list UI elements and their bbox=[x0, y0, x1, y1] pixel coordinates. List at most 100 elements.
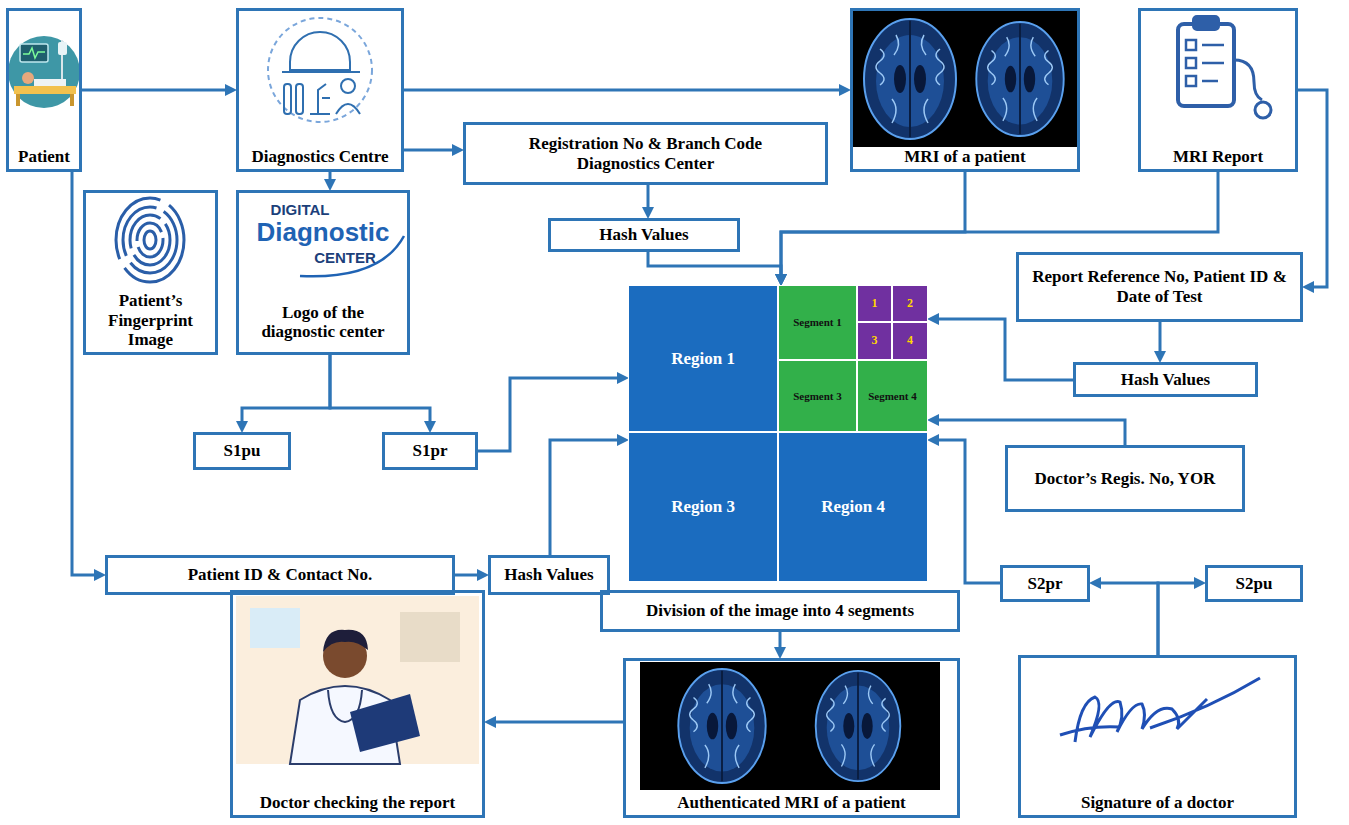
node-label: Report Reference No, Patient ID & Date o… bbox=[1032, 267, 1287, 306]
node-label: Patient’s Fingerprint Image bbox=[96, 291, 206, 350]
doctor-box: Doctor checking the report bbox=[230, 590, 485, 818]
bed-leg bbox=[16, 94, 20, 106]
person-head bbox=[341, 79, 355, 93]
sub-block: 3 bbox=[857, 322, 892, 360]
connector-arrow bbox=[242, 355, 330, 421]
connector-arrow bbox=[781, 172, 1218, 274]
node-label: S1pu bbox=[224, 441, 261, 461]
node-label: Diagnostics Centre bbox=[251, 147, 388, 167]
room-background bbox=[236, 596, 479, 764]
connector-arrow bbox=[939, 440, 1000, 583]
segment-block: Segment 4 bbox=[857, 360, 928, 432]
patient-head bbox=[22, 72, 34, 84]
connector-arrow bbox=[647, 185, 650, 207]
connector-arrow bbox=[1101, 583, 1158, 655]
process-box: Registration No & Branch Code Diagnostic… bbox=[463, 122, 828, 185]
node-label: Hash Values bbox=[599, 225, 688, 245]
stethoscope bbox=[1234, 60, 1262, 100]
image-box: Authenticated MRI of a patient bbox=[623, 658, 960, 818]
node-label: Doctor’s Regis. No, YOR bbox=[1035, 469, 1216, 489]
connector-arrow bbox=[550, 440, 617, 555]
node-label: Division of the image into 4 segments bbox=[646, 601, 914, 621]
node-label: Signature of a doctor bbox=[1081, 793, 1234, 813]
connector-arrow bbox=[648, 252, 781, 274]
signature-box: Signature of a doctor bbox=[1018, 655, 1297, 818]
person-body bbox=[336, 104, 360, 114]
doctor-hair bbox=[323, 630, 368, 652]
mri-background bbox=[640, 662, 940, 790]
ridge bbox=[123, 207, 177, 273]
sub-block: 1 bbox=[857, 285, 892, 322]
node-label: Region 1 bbox=[671, 349, 735, 369]
key-box: S1pu bbox=[193, 432, 291, 470]
fingerprint-icon bbox=[116, 198, 184, 282]
hash-box: Hash Values bbox=[548, 218, 740, 252]
connector-arrow bbox=[455, 574, 477, 577]
report-lines bbox=[1202, 45, 1224, 81]
process-box: Doctor’s Regis. No, YOR bbox=[1005, 445, 1245, 512]
connector-arrow bbox=[779, 632, 782, 647]
key-box: S2pu bbox=[1205, 565, 1303, 602]
process-box: Division of the image into 4 segments bbox=[600, 590, 960, 632]
brain-scan bbox=[816, 671, 901, 781]
wall-shelf bbox=[400, 612, 460, 662]
region-block: Region 4 bbox=[778, 432, 928, 582]
connector-arrow bbox=[329, 172, 332, 179]
node-label: Patient ID & Contact No. bbox=[188, 565, 373, 585]
hash-box: Hash Values bbox=[1073, 362, 1258, 397]
mri-image bbox=[853, 11, 1077, 147]
sub-block: 4 bbox=[892, 322, 928, 360]
checkbox bbox=[1186, 58, 1196, 68]
logo-text: Diagnostic bbox=[257, 218, 390, 247]
connector-arrow bbox=[1158, 583, 1194, 655]
stethoscope-head bbox=[1255, 102, 1271, 118]
node-label: Segment 3 bbox=[793, 390, 842, 403]
microscope bbox=[310, 84, 330, 114]
connector-arrow bbox=[781, 172, 965, 274]
node-label: MRI of a patient bbox=[904, 147, 1025, 167]
node-label: MRI Report bbox=[1173, 147, 1263, 167]
logo-text: CENTER bbox=[314, 250, 376, 267]
bed-leg bbox=[70, 94, 74, 106]
connector-arrow bbox=[1159, 322, 1162, 351]
region-block: Region 3 bbox=[628, 432, 778, 582]
image-box: MRI of a patient bbox=[850, 8, 1080, 172]
ridge bbox=[116, 198, 184, 282]
bed bbox=[14, 86, 76, 94]
node-label: Region 4 bbox=[821, 497, 885, 517]
report-icon bbox=[1178, 17, 1271, 118]
process-box: Patient ID & Contact No. bbox=[105, 555, 455, 595]
authenticated-mri-image bbox=[640, 662, 940, 790]
node-label: 4 bbox=[907, 334, 913, 348]
node-label: 3 bbox=[872, 334, 878, 348]
test-tube bbox=[284, 84, 291, 114]
process-box: Report Reference No, Patient ID & Date o… bbox=[1016, 252, 1303, 322]
sub-block: 2 bbox=[892, 285, 928, 322]
icon-circle bbox=[8, 36, 80, 108]
node-label: Hash Values bbox=[504, 565, 593, 585]
connector-arrow bbox=[939, 319, 1073, 380]
fingerprint-box: Patient’s Fingerprint Image bbox=[83, 190, 218, 355]
logo-text: DIGITAL bbox=[271, 202, 330, 219]
patient-box: Patient bbox=[6, 8, 82, 172]
node-label: Hash Values bbox=[1121, 370, 1210, 390]
connector-arrow bbox=[82, 89, 225, 92]
mri-background bbox=[853, 11, 1077, 147]
connector-arrow bbox=[330, 355, 430, 421]
key-box: S2pr bbox=[1000, 565, 1090, 602]
node-label: 2 bbox=[907, 297, 913, 311]
diagnostics-icon bbox=[268, 18, 372, 122]
node-label: 1 bbox=[872, 297, 878, 311]
node-label: Doctor checking the report bbox=[260, 793, 455, 813]
checkbox bbox=[1186, 76, 1196, 86]
clipboard bbox=[350, 694, 420, 752]
connector-arrow bbox=[404, 149, 452, 152]
node-label: S2pu bbox=[1236, 574, 1273, 594]
checkbox bbox=[1186, 40, 1196, 50]
clipboard bbox=[1178, 24, 1234, 106]
node-label: Logo of the diagnostic center bbox=[248, 303, 398, 342]
brain-scan bbox=[864, 19, 956, 139]
connector-arrow bbox=[496, 721, 623, 724]
centre-box: Diagnostics Centre bbox=[236, 8, 404, 172]
